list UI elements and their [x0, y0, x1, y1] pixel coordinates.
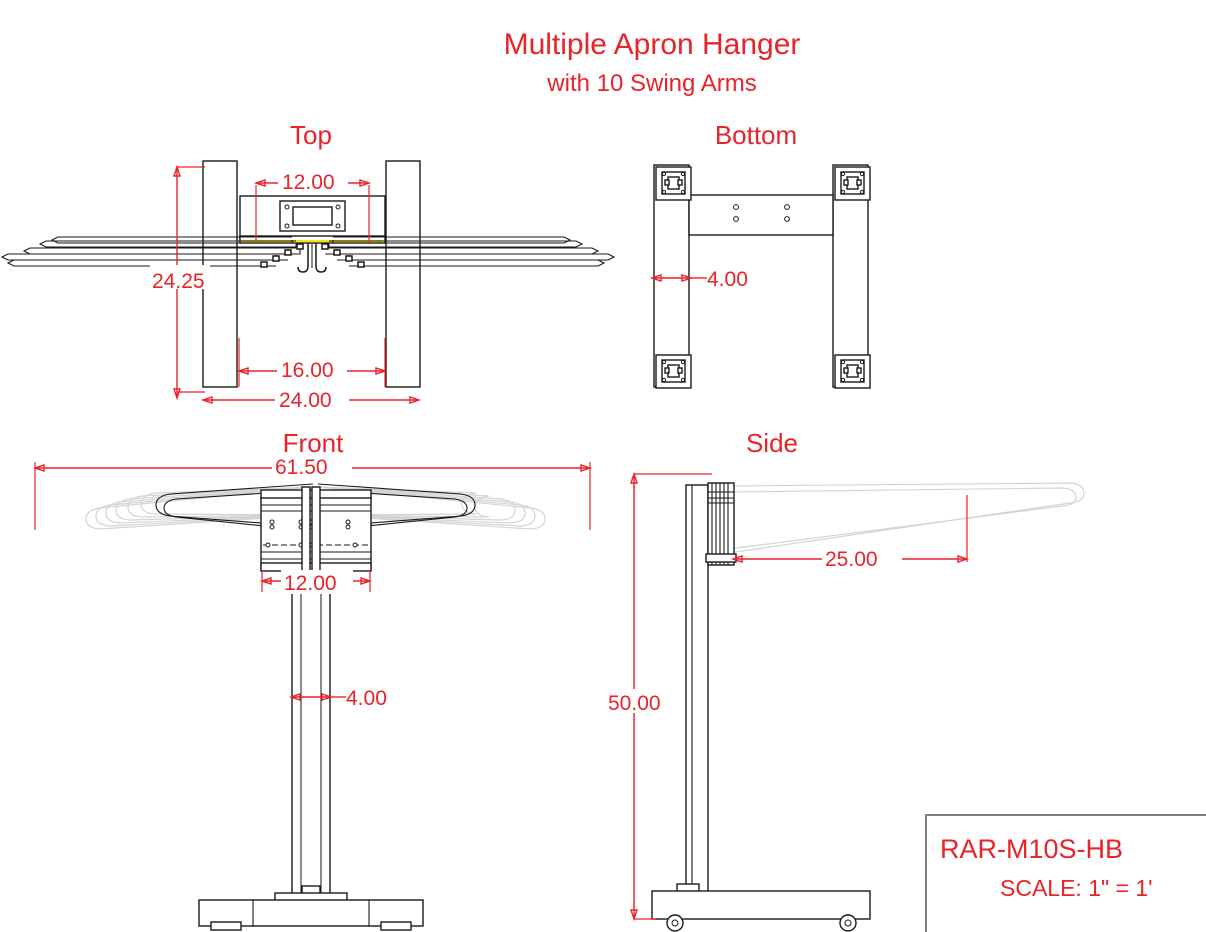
top-bracket-hole: [284, 223, 290, 229]
dim-value-25: 25.00: [825, 548, 878, 571]
dim-value-4-front: 4.00: [346, 687, 387, 710]
side-base-plate: [651, 890, 871, 920]
front-primary-arms: [155, 483, 476, 532]
dim-value-24-25: 24.25: [152, 270, 205, 293]
dim-value-24: 24.00: [279, 389, 332, 412]
top-arm-hinge: [321, 243, 329, 250]
front-arm-left-inner: [163, 489, 314, 532]
top-arm-hinge: [296, 243, 304, 250]
dim-front-post-width: 4.00: [288, 687, 387, 710]
top-arm-hinge: [284, 249, 292, 256]
top-arm: [324, 243, 600, 255]
top-post-section-left: [297, 243, 309, 273]
bottom-bolt-hole: [784, 204, 790, 210]
top-bracket-opening: [292, 206, 333, 226]
dim-side-overall-height: 50.00: [606, 471, 712, 922]
view-bottom: Bottom: [649, 120, 871, 389]
bottom-caster-top-left: [655, 166, 692, 201]
bottom-caster-top-right: [834, 166, 871, 201]
front-hinge-column-right: [311, 486, 321, 572]
dim-value-4-bottom: 4.00: [707, 268, 748, 291]
bottom-bolt-hole: [733, 216, 739, 222]
dim-top-inner-spacing: 16.00: [236, 338, 388, 387]
side-hinge-base-plate: [705, 553, 737, 563]
bottom-bolt-hole: [733, 204, 739, 210]
top-arm-hinge: [260, 261, 268, 268]
top-arm-hinge: [357, 261, 365, 268]
front-leveling-foot-left: [210, 921, 242, 931]
bottom-caster-bottom-left: [655, 354, 692, 389]
title-block-scale: SCALE: 1" = 1': [1000, 875, 1153, 901]
top-arm: [38, 240, 297, 248]
front-hinge-column-left: [301, 486, 311, 572]
dim-front-arm-span: 61.50: [32, 456, 593, 530]
front-leveling-foot-right: [380, 921, 412, 931]
top-arm: [332, 236, 572, 244]
dim-top-bracket-width: 12.00: [253, 171, 372, 243]
view-top: Top: [0, 120, 616, 412]
front-post: [291, 570, 331, 896]
dim-value-12-top: 12.00: [282, 171, 335, 194]
front-arm-right-inner: [317, 489, 468, 532]
drawing-title: Multiple Apron Hanger: [504, 28, 801, 61]
top-arm-hinge: [333, 249, 341, 256]
top-arm-hinge: [345, 255, 353, 262]
view-label-top: Top: [290, 120, 332, 150]
view-label-front: Front: [283, 428, 344, 458]
front-arm-left-outer: [155, 483, 314, 528]
dim-value-12-front: 12.00: [284, 572, 337, 595]
top-arm: [336, 249, 616, 261]
view-label-side: Side: [746, 428, 798, 458]
dim-bottom-rail-width: 4.00: [649, 268, 748, 291]
top-post-section-right: [315, 243, 327, 273]
top-bracket-hole: [335, 223, 341, 229]
dim-value-16: 16.00: [281, 359, 334, 382]
front-ghost-arms-left: [85, 486, 314, 530]
side-post: [685, 484, 709, 896]
top-arm: [328, 240, 584, 248]
top-arm: [50, 236, 293, 244]
top-arms-left: [0, 236, 304, 268]
dim-value-61-50: 61.50: [275, 456, 328, 479]
dim-front-bracket-width: 12.00: [259, 570, 373, 595]
bottom-bolt-hole: [784, 216, 790, 222]
bottom-crossbar: [688, 194, 834, 236]
top-bracket-hole: [335, 204, 341, 210]
view-side: Side: [606, 428, 1085, 932]
title-block-part-number: RAR-M10S-HB: [940, 834, 1123, 864]
drawing-subtitle: with 10 Swing Arms: [546, 70, 756, 97]
top-base-rail-right: [385, 160, 421, 388]
view-front: Front: [32, 428, 593, 931]
view-label-bottom: Bottom: [715, 120, 797, 150]
dim-value-50: 50.00: [608, 692, 661, 715]
top-arm-hinge: [272, 255, 280, 262]
title-block: RAR-M10S-HB SCALE: 1" = 1': [925, 814, 1206, 932]
top-arm: [0, 249, 289, 261]
side-ghost-arms: [728, 482, 1085, 554]
dim-top-outer-width: 24.00: [200, 388, 422, 412]
dim-side-arm-reach: 25.00: [730, 495, 970, 571]
top-arm: [22, 243, 301, 255]
front-arm-right-outer: [317, 483, 476, 528]
dim-top-base-depth: 24.25: [150, 164, 210, 401]
top-arms-right: [321, 236, 616, 268]
bottom-caster-bottom-right: [834, 354, 871, 389]
top-bracket-hole: [284, 204, 290, 210]
